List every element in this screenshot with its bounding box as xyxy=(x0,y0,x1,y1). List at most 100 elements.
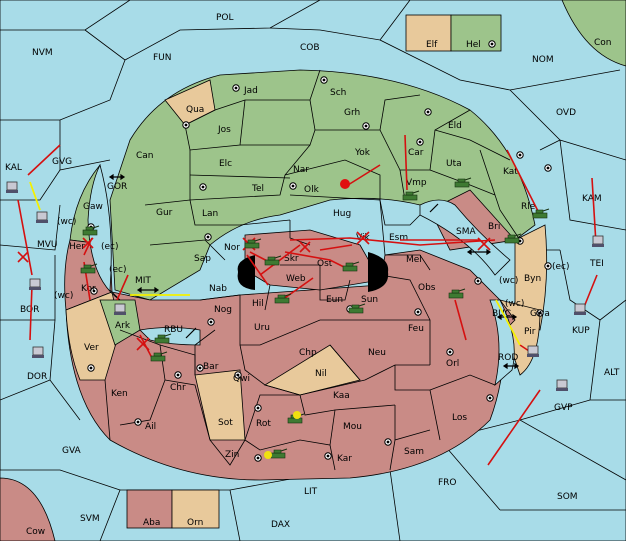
legend-elf: Elf xyxy=(426,40,438,50)
battle-markers xyxy=(264,179,350,459)
supply-center-dot xyxy=(476,279,480,283)
supply-center-dot xyxy=(364,124,368,128)
order-supports xyxy=(29,181,521,346)
supply-center-dot xyxy=(326,454,330,458)
label-wc3: (wc) xyxy=(499,276,518,286)
army-unit xyxy=(82,225,100,236)
label-ver: Ver xyxy=(84,343,99,353)
army-unit xyxy=(342,261,360,272)
army-unit xyxy=(454,177,472,188)
label-orl: Orl xyxy=(446,359,459,369)
army-unit xyxy=(348,303,366,314)
label-ovd: OVD xyxy=(556,108,576,118)
label-gur: Gur xyxy=(156,208,173,218)
supply-center-dot xyxy=(201,185,205,189)
supply-center-dot xyxy=(322,78,326,82)
army-unit xyxy=(402,190,420,201)
supply-center-dot xyxy=(89,366,93,370)
label-neu: Neu xyxy=(368,348,386,358)
label-ost: Ost xyxy=(317,259,333,269)
label-rot: Rot xyxy=(256,419,271,429)
supply-center-dot xyxy=(209,320,213,324)
label-mvu: MVU xyxy=(37,240,58,250)
label-los: Los xyxy=(452,413,467,423)
label-ec2: (ec) xyxy=(552,262,570,272)
sea-gor-channel[interactable] xyxy=(87,163,121,301)
army-unit xyxy=(532,208,550,219)
army-unit xyxy=(150,351,168,362)
label-wc2: (wc) xyxy=(54,291,73,301)
label-jos: Jos xyxy=(217,125,231,135)
supply-center-dot xyxy=(418,140,422,144)
supply-center-dot xyxy=(136,420,140,424)
fleet-unit xyxy=(556,379,568,391)
label-kup: KUP xyxy=(572,326,590,336)
fleet-unit xyxy=(592,235,604,247)
supply-center-dot xyxy=(386,440,390,444)
fleet-unit xyxy=(32,346,44,358)
supply-center-dot xyxy=(490,42,494,46)
army-unit xyxy=(80,263,98,274)
supply-center-dot xyxy=(184,123,188,127)
units xyxy=(6,177,604,459)
fleet-unit xyxy=(6,181,18,193)
label-olk: Olk xyxy=(304,185,320,195)
label-lan: Lan xyxy=(202,209,218,219)
label-sun: Sun xyxy=(361,295,378,305)
label-tel: Tel xyxy=(251,184,264,194)
legend-hel: Hel xyxy=(466,40,481,50)
label-kat: Kat xyxy=(503,167,518,177)
supply-center-dot xyxy=(198,366,202,370)
supply-center-dot xyxy=(291,184,295,188)
region-byn[interactable] xyxy=(514,224,548,331)
supply-center-dot xyxy=(236,373,240,377)
strait-markers xyxy=(108,173,520,370)
label-fun: FUN xyxy=(153,53,172,63)
army-unit xyxy=(448,288,466,299)
label-sap: Sap xyxy=(194,254,211,264)
label-sma: SMA xyxy=(456,227,476,237)
supply-center-dot xyxy=(234,86,238,90)
label-qwi: Qwi xyxy=(233,374,250,384)
legend-top xyxy=(405,14,502,52)
label-eld: Eld xyxy=(448,121,462,131)
label-kaa: Kaa xyxy=(333,391,350,401)
label-kal: KAL xyxy=(5,163,22,173)
label-hug: Hug xyxy=(333,209,351,219)
army-unit xyxy=(504,233,522,244)
label-con: Con xyxy=(594,38,612,48)
legend-orn: Orn xyxy=(187,518,203,528)
label-vmp: Vmp xyxy=(406,178,427,188)
label-chr: Chr xyxy=(170,383,186,393)
supply-center-dot xyxy=(206,235,210,239)
label-bar: Bar xyxy=(203,362,219,372)
label-uru: Uru xyxy=(254,323,270,333)
supply-center-dot xyxy=(448,350,452,354)
fleet-unit xyxy=(527,345,539,357)
label-pir: Pir xyxy=(524,327,536,337)
label-sch: Sch xyxy=(330,88,346,98)
supply-center-dot xyxy=(256,406,260,410)
sea-sma[interactable] xyxy=(419,199,511,276)
label-byn: Byn xyxy=(524,274,541,284)
label-nor: Nor xyxy=(224,243,240,253)
label-kar: Kar xyxy=(337,454,352,464)
label-yok: Yok xyxy=(354,148,371,158)
label-dor: DOR xyxy=(27,372,47,382)
supply-center-dot xyxy=(538,311,542,315)
label-elc: Elc xyxy=(219,159,232,169)
label-chp: Chp xyxy=(299,348,317,358)
label-feu: Feu xyxy=(408,324,424,334)
label-mel: Mel xyxy=(406,255,422,265)
label-car: Car xyxy=(408,148,424,158)
label-esm: Esm xyxy=(389,233,408,243)
label-rbu: RBU xyxy=(164,325,183,335)
label-ec1: (ec) xyxy=(101,242,119,252)
label-rod: ROD xyxy=(498,353,518,363)
label-fro: FRO xyxy=(438,478,457,488)
fleet-unit xyxy=(114,303,126,315)
label-bor: BOR xyxy=(20,305,39,315)
label-cow: Cow xyxy=(26,527,45,537)
